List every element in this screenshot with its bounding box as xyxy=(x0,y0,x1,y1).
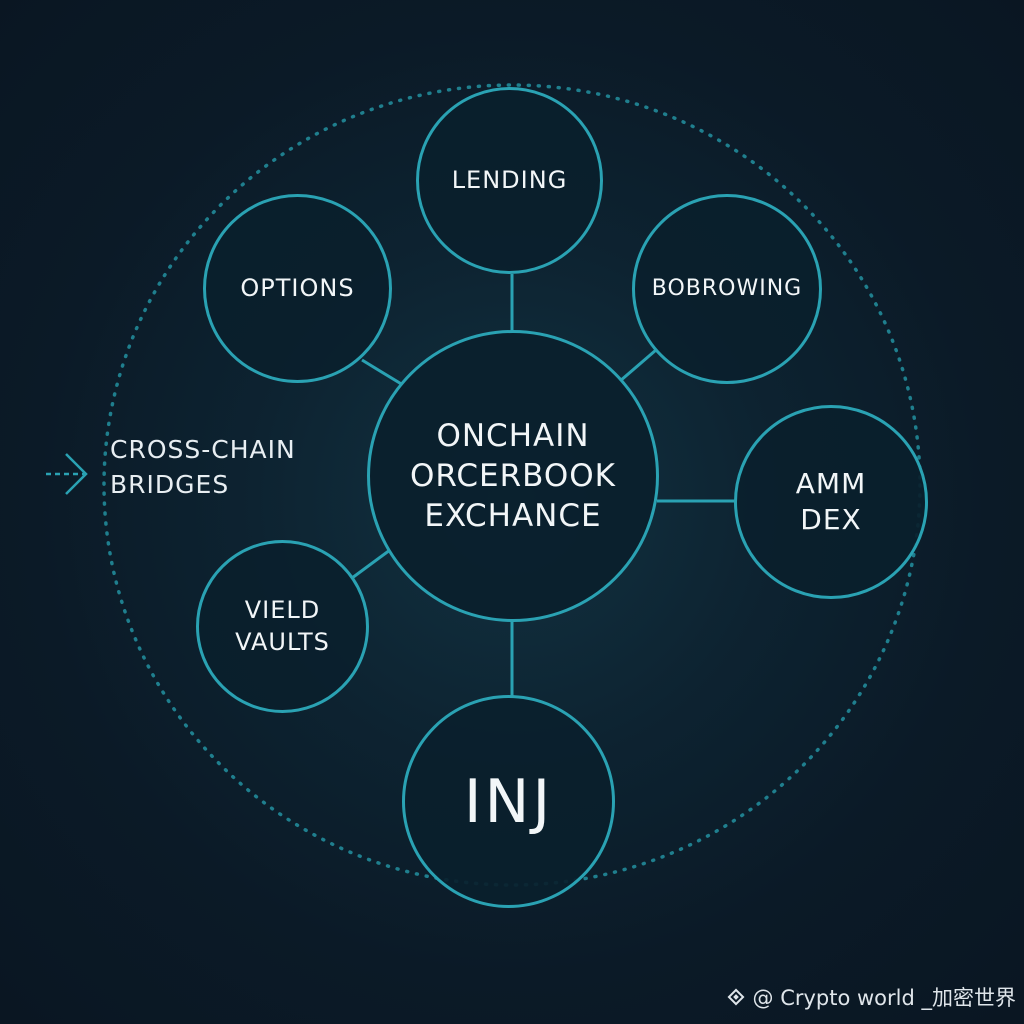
connector-options xyxy=(361,358,404,387)
node-yield-label: VIELD VAULTS xyxy=(235,596,330,656)
node-amm-label: AMM DEX xyxy=(795,466,867,536)
node-borrowing: BOBROWING xyxy=(632,194,822,384)
watermark-text: @ Crypto world _加密世界 xyxy=(752,986,1016,1010)
connector-borrowing xyxy=(619,348,657,383)
node-lending: LENDING xyxy=(416,87,603,274)
node-center-exchange: ONCHAIN ORCERBOOK EXCHANCE xyxy=(367,330,659,622)
node-options: OPTIONS xyxy=(203,194,392,383)
node-options-label: OPTIONS xyxy=(240,273,355,302)
node-yield-vaults: VIELD VAULTS xyxy=(196,540,369,713)
binance-diamond-icon xyxy=(727,988,745,1006)
node-inj-label: INJ xyxy=(463,766,554,837)
node-center-label: ONCHAIN ORCERBOOK EXCHANCE xyxy=(409,417,617,535)
node-amm-dex: AMM DEX xyxy=(734,405,928,599)
connector-yield xyxy=(351,548,391,580)
cross-chain-bridges-label: CROSS-CHAIN BRIDGES xyxy=(110,435,296,499)
node-lending-label: LENDING xyxy=(451,165,568,194)
arrow-right-icon xyxy=(46,453,88,495)
node-inj: INJ xyxy=(402,695,615,908)
node-borrowing-label: BOBROWING xyxy=(651,275,803,301)
watermark: @ Crypto world _加密世界 xyxy=(725,982,1016,1012)
